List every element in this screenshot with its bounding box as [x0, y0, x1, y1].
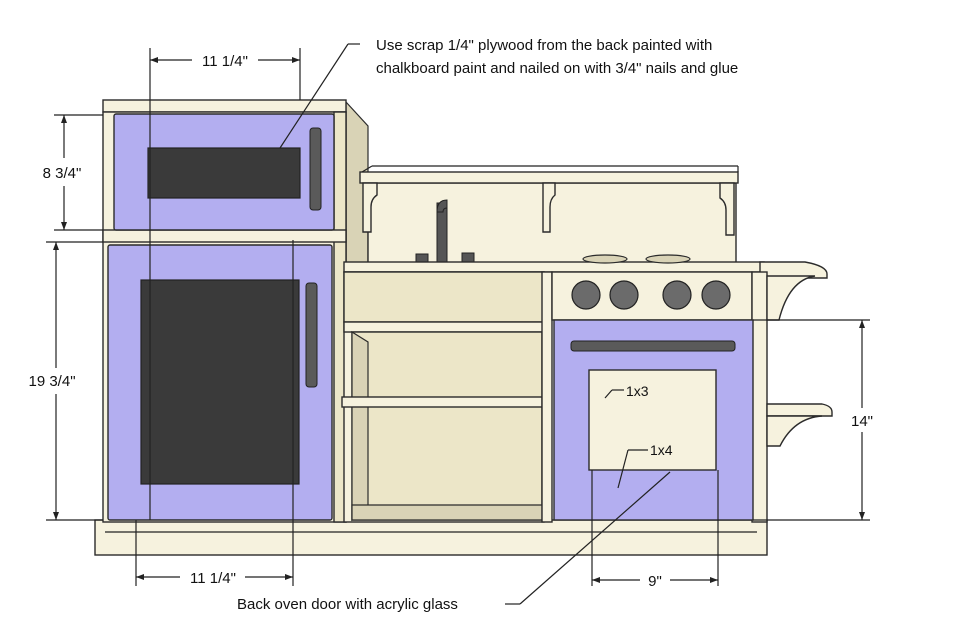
fridge-door: [107, 244, 333, 521]
countertop: [343, 261, 828, 279]
dim-lower-height: 19 3/4": [28, 373, 75, 390]
freezer-door: [113, 113, 335, 231]
chalkboard-note-line2: chalkboard paint and nailed on with 3/4"…: [376, 60, 738, 77]
oven-door-note: Back oven door with acrylic glass: [237, 596, 458, 613]
cabinet-base: [94, 519, 768, 556]
oven-handle: [570, 340, 736, 352]
freezer-handle: [309, 127, 322, 211]
chalkboard-panel-upper: [147, 147, 301, 199]
dim-bottom-width: 11 1/4": [190, 570, 236, 587]
dimension-lines: [46, 48, 870, 586]
stove-knob-4: [701, 280, 731, 310]
dim-oven-width: 9": [648, 573, 662, 590]
chalkboard-note-line1: Use scrap 1/4" plywood from the back pai…: [376, 37, 712, 54]
fridge-handle: [305, 282, 318, 388]
label-1x4: 1x4: [650, 442, 673, 458]
chalkboard-panel-lower: [140, 279, 300, 485]
dim-oven-height: 14": [851, 413, 873, 430]
oven-window: [588, 369, 717, 471]
label-1x3: 1x3: [626, 383, 649, 399]
dim-top-width: 11 1/4": [202, 53, 248, 70]
sink-cabinet: [341, 271, 553, 523]
backsplash: [359, 165, 739, 264]
side-shelf: [766, 275, 833, 447]
inner-shelf: [341, 396, 543, 408]
oven-door: [553, 319, 754, 521]
stove-knob-3: [662, 280, 692, 310]
shelf-bracket-right: [719, 182, 735, 236]
dim-upper-height: 8 3/4": [43, 165, 82, 182]
counter-extension: [759, 261, 828, 279]
leader-lines: [279, 43, 671, 605]
shelf-bracket-left: [362, 182, 378, 233]
stove-cabinet: [551, 254, 768, 523]
shelf-bracket-middle: [542, 182, 556, 233]
stove-knob-2: [609, 280, 639, 310]
stove-knob-1: [571, 280, 601, 310]
